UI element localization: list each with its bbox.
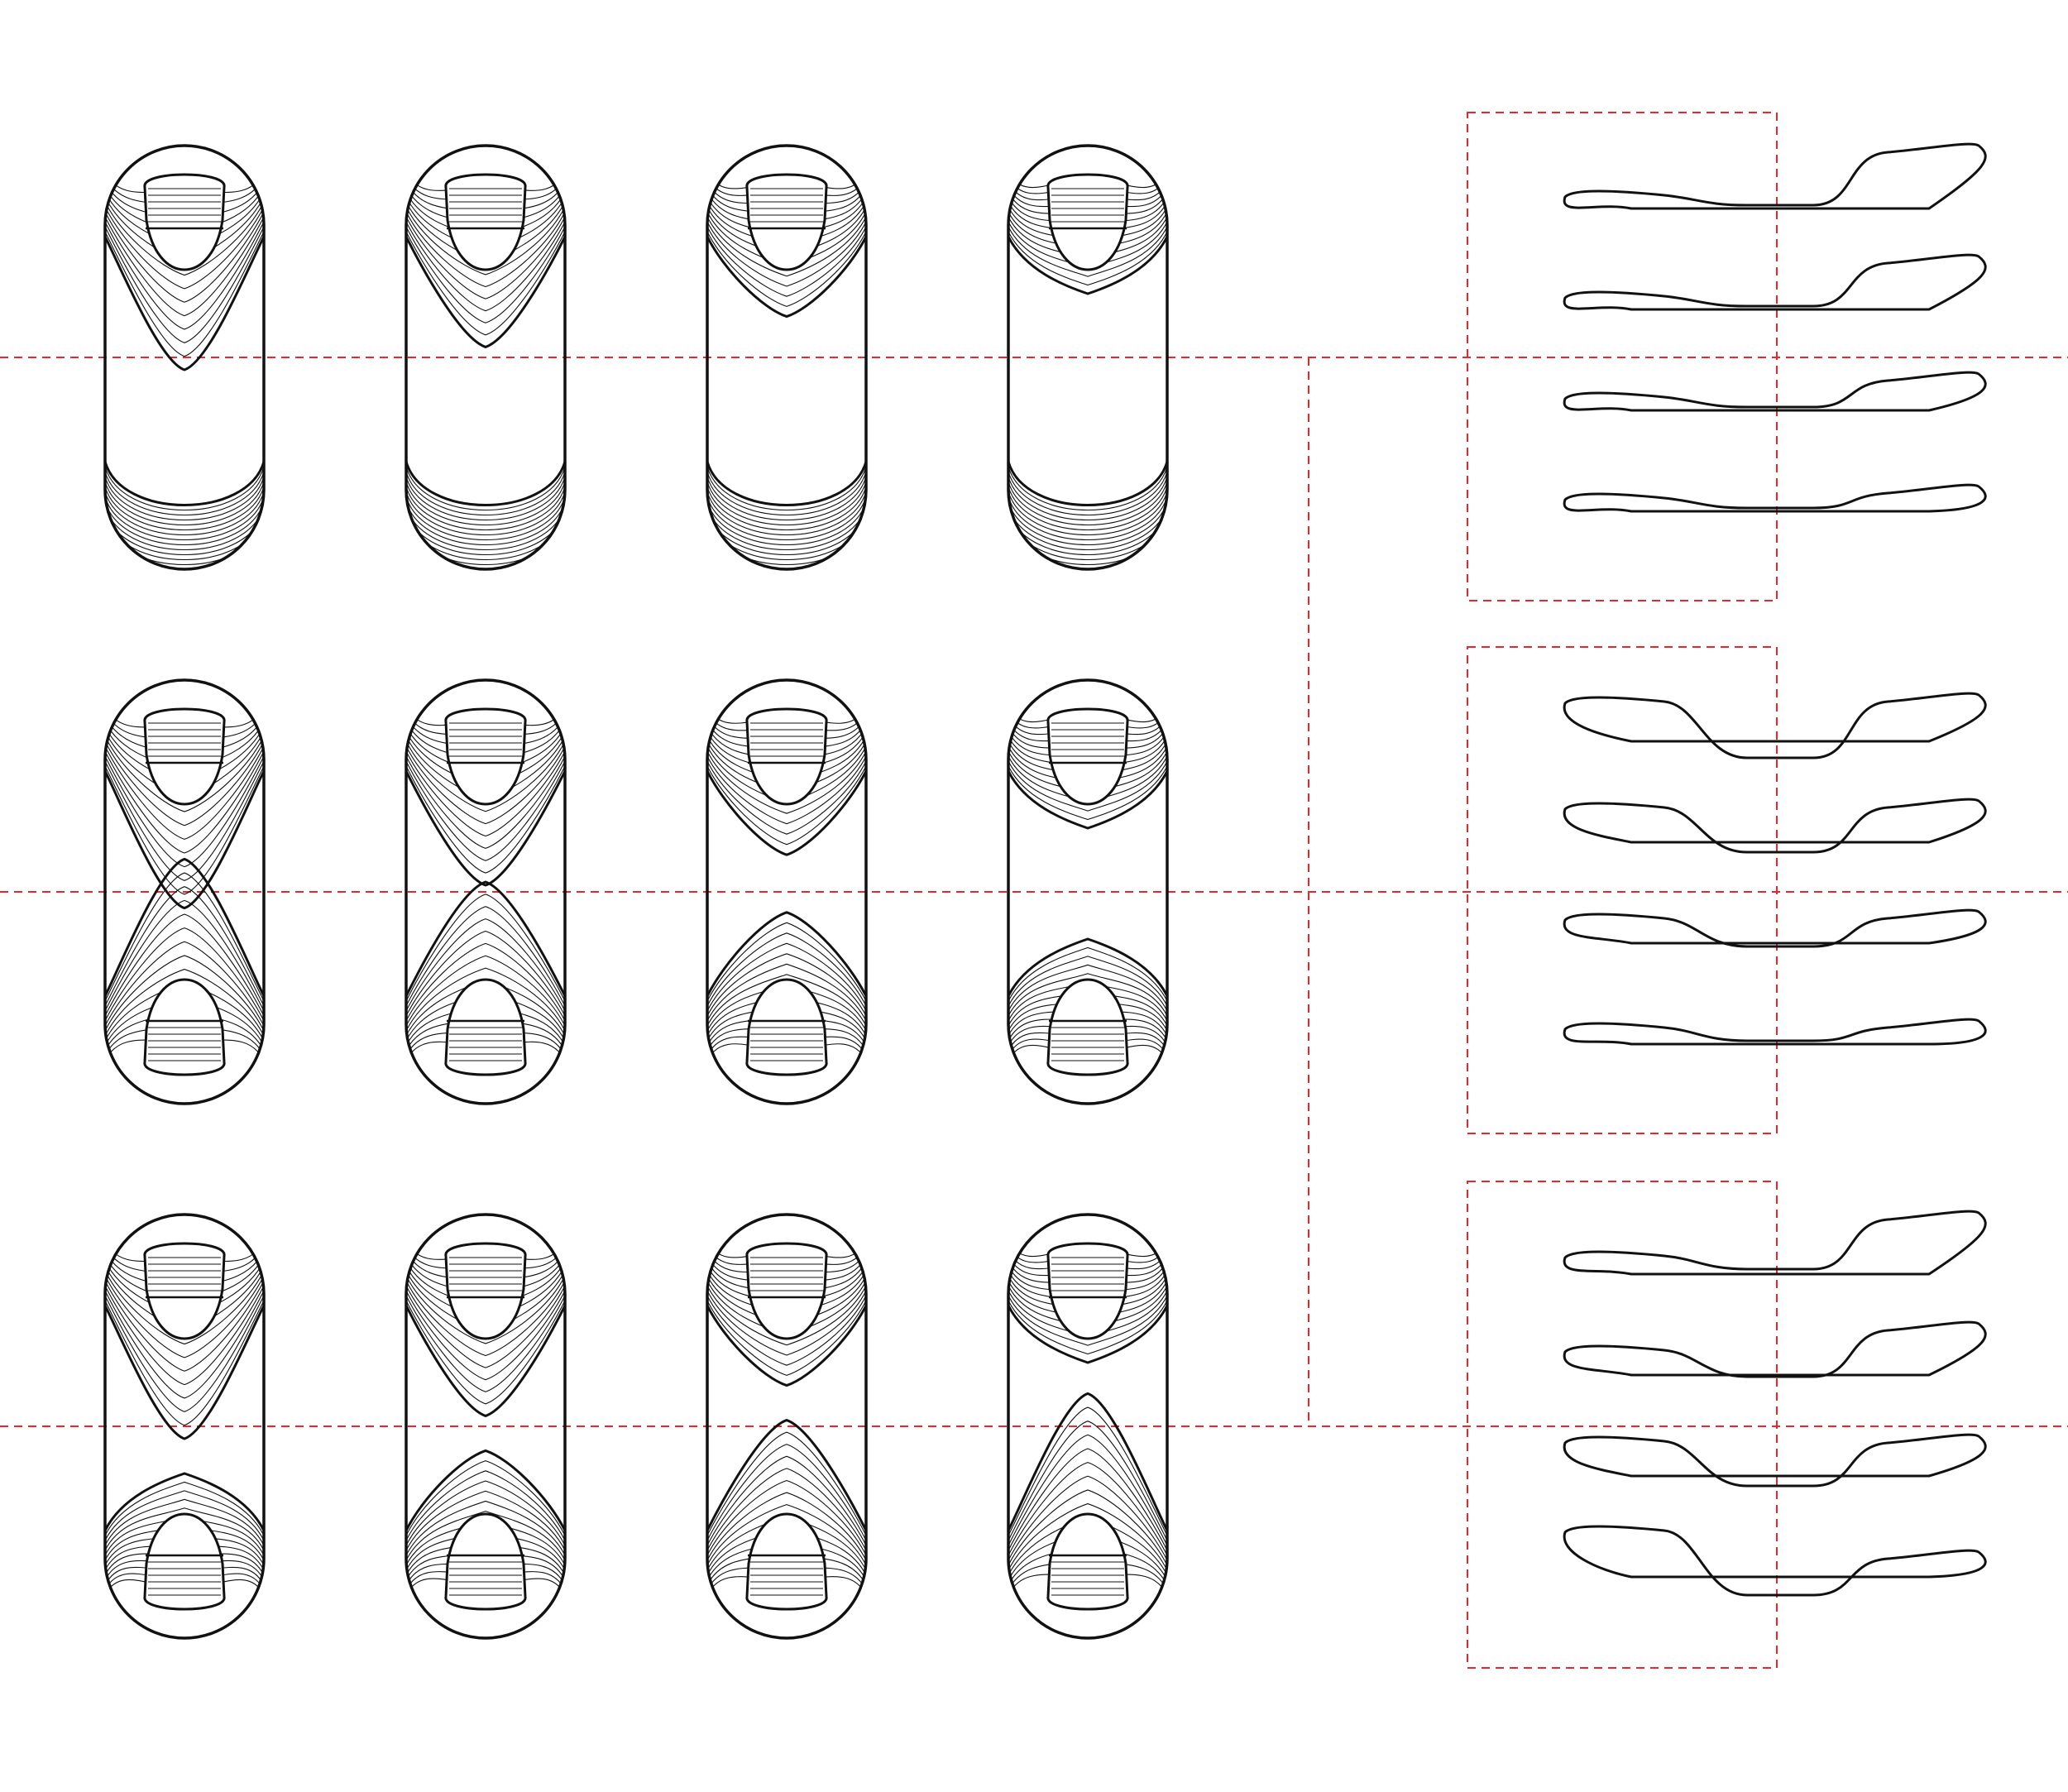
bottom-hole — [143, 1512, 226, 1611]
section-profile-1-1 — [1563, 142, 1987, 210]
capsule-contours — [1008, 171, 1167, 569]
capsule-r3-c4 — [1007, 1213, 1169, 1640]
bottom-boundary — [707, 1419, 866, 1531]
capsule-r1-c4 — [1007, 144, 1169, 571]
section-profile-3-4 — [1563, 1525, 1987, 1597]
top-hole — [143, 173, 226, 271]
top-boundary — [1008, 236, 1167, 295]
capsule-r3-c3 — [706, 1213, 868, 1640]
bottom-boundary — [105, 461, 264, 506]
capsule-outline — [706, 678, 868, 1105]
capsule-r2-c4 — [1007, 678, 1169, 1105]
bottom-hole — [1046, 978, 1129, 1076]
top-hole — [1046, 1242, 1129, 1340]
capsule-r1-c1 — [103, 144, 266, 571]
section-profile-3-3 — [1563, 1433, 1987, 1488]
section-profile-1-4 — [1563, 483, 1987, 513]
bottom-hole — [444, 978, 527, 1076]
capsule-r1-c3 — [706, 144, 868, 571]
capsule-r2-c3 — [706, 678, 868, 1105]
capsule-r2-c1 — [103, 678, 266, 1105]
capsule-outline — [405, 144, 567, 571]
top-hole — [444, 707, 527, 806]
bottom-hole — [745, 978, 828, 1076]
top-boundary — [707, 236, 866, 319]
capsule-outline — [1007, 1213, 1169, 1640]
top-hole — [444, 173, 527, 271]
section-profile-3-1 — [1563, 1210, 1987, 1276]
section-profile-3-2 — [1563, 1320, 1987, 1378]
top-boundary — [105, 770, 264, 910]
capsule-outline — [405, 678, 567, 1105]
section-profile-1-2 — [1563, 253, 1987, 311]
section-profiles — [1563, 142, 1987, 1597]
bottom-hole — [143, 978, 226, 1076]
section-frame-2 — [1467, 646, 1778, 1134]
bottom-hole — [1046, 1512, 1129, 1611]
capsule-r2-c2 — [405, 678, 567, 1105]
top-boundary — [707, 770, 866, 856]
red-guide-lines — [0, 112, 2068, 1669]
top-boundary — [406, 770, 565, 887]
bottom-hole — [745, 1512, 828, 1611]
capsule-outline — [706, 144, 868, 571]
top-hole — [1046, 173, 1129, 271]
top-boundary — [105, 236, 264, 371]
capsule-outline — [706, 1213, 868, 1640]
section-profile-2-3 — [1563, 908, 1987, 948]
capsule-r3-c2 — [405, 1213, 567, 1640]
top-boundary — [1008, 770, 1167, 830]
top-boundary — [1008, 1305, 1167, 1364]
section-frame-3 — [1467, 1181, 1778, 1669]
top-hole — [745, 1242, 828, 1340]
capsule-outline — [1007, 144, 1169, 571]
bottom-boundary — [1008, 937, 1167, 997]
bottom-boundary — [707, 461, 866, 506]
bottom-hole — [444, 1512, 527, 1611]
bottom-boundary — [105, 1472, 264, 1531]
bottom-boundary — [406, 880, 565, 997]
bottom-boundary — [105, 857, 264, 997]
capsule-outline — [103, 144, 266, 571]
top-hole — [745, 707, 828, 806]
section-group-2 — [1563, 692, 1987, 1046]
bottom-boundary — [1008, 1392, 1167, 1531]
bottom-boundary — [1008, 461, 1167, 506]
top-boundary — [707, 1305, 866, 1387]
top-boundary — [105, 1305, 264, 1440]
section-profile-2-2 — [1563, 798, 1987, 854]
top-boundary — [406, 1305, 565, 1417]
capsule-contours — [707, 706, 866, 1061]
bottom-boundary — [707, 911, 866, 997]
top-hole — [745, 173, 828, 271]
capsule-r3-c1 — [103, 1213, 266, 1640]
top-hole — [143, 707, 226, 806]
section-profile-1-3 — [1563, 371, 1987, 412]
section-group-1 — [1563, 142, 1987, 513]
capsule-outline — [103, 678, 266, 1105]
capsule-outline — [1007, 678, 1169, 1105]
shape-matrix — [103, 144, 1169, 1640]
capsule-outline — [405, 1213, 567, 1640]
bottom-boundary — [406, 1449, 565, 1531]
section-group-3 — [1563, 1210, 1987, 1597]
top-hole — [444, 1242, 527, 1340]
top-boundary — [406, 236, 565, 348]
capsule-outline — [103, 1213, 266, 1640]
section-frame-1 — [1467, 112, 1778, 601]
bottom-boundary — [406, 461, 565, 506]
top-hole — [143, 1242, 226, 1340]
top-hole — [1046, 707, 1129, 806]
section-profile-2-1 — [1563, 692, 1987, 759]
section-profile-2-4 — [1563, 1018, 1987, 1046]
